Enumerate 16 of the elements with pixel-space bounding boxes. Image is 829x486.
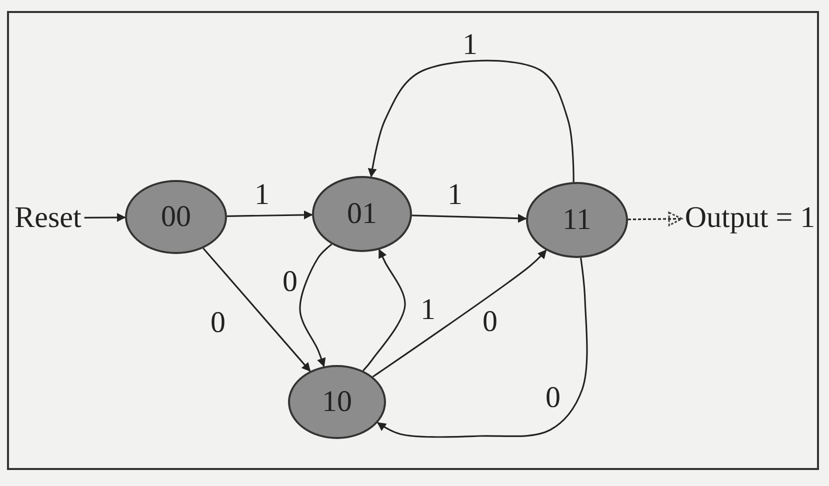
transition-arrow (372, 250, 547, 378)
transition-arrow (84, 212, 126, 222)
state-code: 00 (161, 202, 191, 232)
transition-arrow (412, 214, 527, 223)
transition-arrow (376, 258, 588, 438)
transition-arrow (299, 244, 332, 368)
output-arrow (628, 212, 683, 226)
state-code: 10 (322, 387, 352, 417)
transition-arrow (368, 60, 574, 182)
transition-arrow (226, 210, 313, 220)
transition-arrow (362, 248, 406, 372)
start-label: Reset (14, 203, 82, 233)
state-code: 11 (562, 205, 592, 235)
transition-arrow (202, 248, 311, 372)
state-code: 01 (347, 199, 377, 229)
output-label: Output = 1 (684, 203, 816, 233)
